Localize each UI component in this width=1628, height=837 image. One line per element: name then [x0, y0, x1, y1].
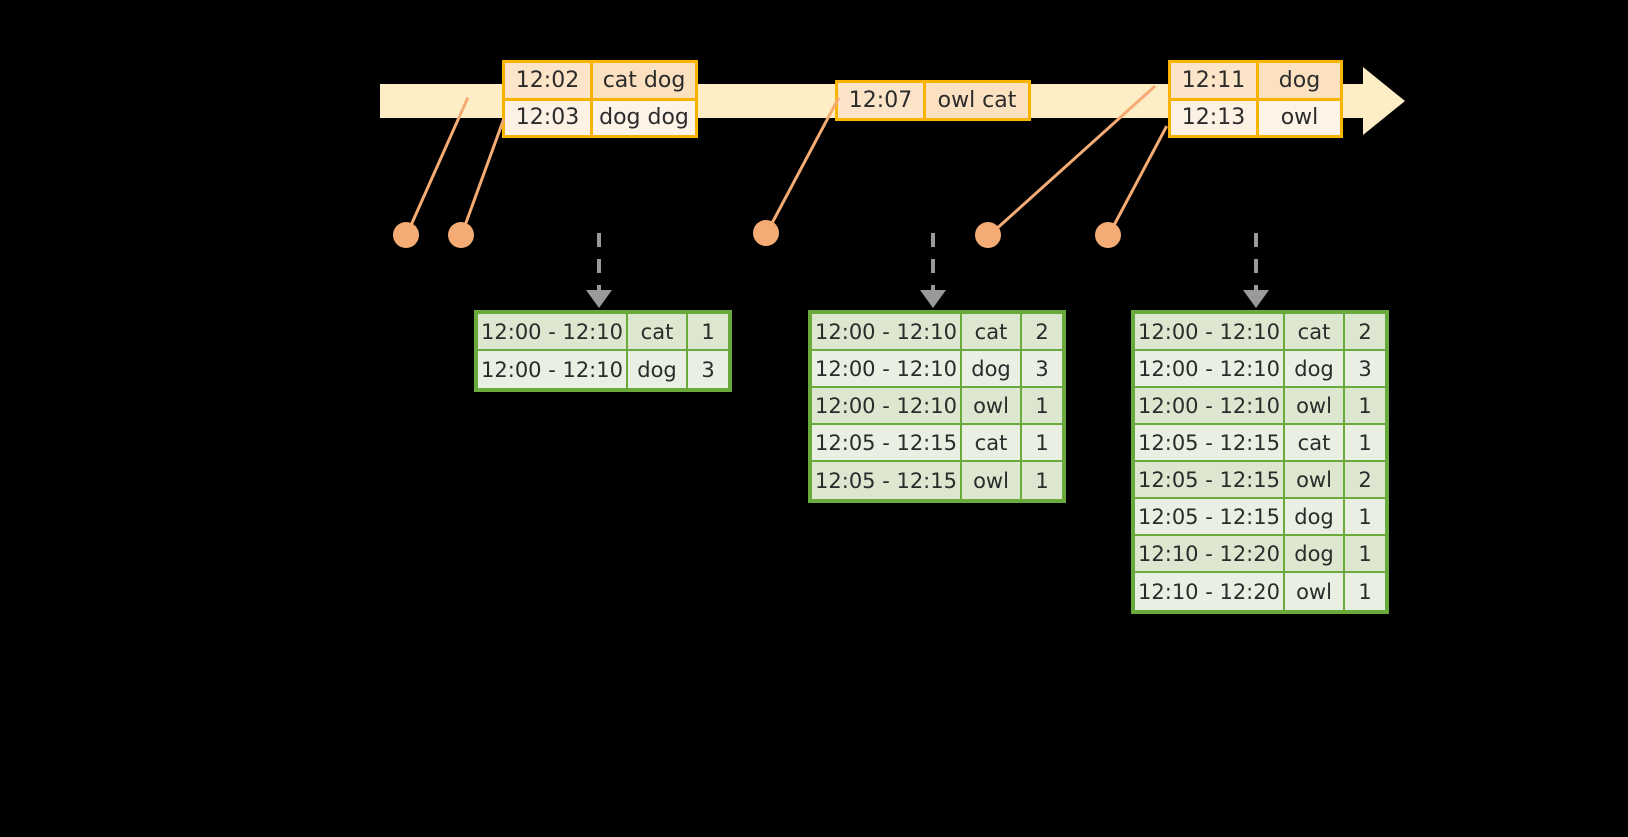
cell-word: owl	[1285, 388, 1345, 425]
cell-word: dog	[1285, 536, 1345, 573]
event-time: 12:11	[1171, 63, 1259, 98]
cell-count: 1	[1345, 573, 1385, 610]
flow-arrow-head	[920, 290, 946, 308]
cell-window: 12:10 - 12:20	[1135, 536, 1285, 573]
event-time: 12:13	[1171, 100, 1259, 135]
event-time: 12:07	[838, 83, 926, 118]
timeline-arrowhead	[1363, 67, 1405, 135]
cell-window: 12:00 - 12:10	[812, 314, 962, 351]
cell-window: 12:00 - 12:10	[812, 388, 962, 425]
cell-window: 12:10 - 12:20	[1135, 573, 1285, 610]
cell-count: 1	[1345, 388, 1385, 425]
event-dot	[753, 220, 779, 246]
cell-word: cat	[1285, 314, 1345, 351]
event-row: 12:03 dog dog	[505, 97, 695, 135]
cell-window: 12:05 - 12:15	[1135, 499, 1285, 536]
event-row: 12:13 owl	[1171, 97, 1340, 135]
event-dot	[1095, 222, 1121, 248]
cell-count: 3	[1345, 351, 1385, 388]
event-time: 12:02	[505, 63, 593, 98]
cell-window: 12:00 - 12:10	[478, 351, 628, 388]
cell-window: 12:00 - 12:10	[1135, 351, 1285, 388]
event-row: 12:02 cat dog	[505, 63, 695, 98]
cell-window: 12:05 - 12:15	[1135, 425, 1285, 462]
cell-word: dog	[1285, 499, 1345, 536]
cell-count: 2	[1345, 462, 1385, 499]
flow-arrow-head	[586, 290, 612, 308]
cell-count: 3	[688, 351, 728, 388]
flow-arrow-shaft	[931, 233, 935, 295]
event-dot	[448, 222, 474, 248]
event-value: owl cat	[926, 83, 1028, 118]
event-value: cat dog	[593, 63, 695, 98]
cell-count: 3	[1022, 351, 1062, 388]
cell-word: dog	[1285, 351, 1345, 388]
event-dot	[393, 222, 419, 248]
flow-arrow-shaft	[1254, 233, 1258, 295]
event-box-2[interactable]: 12:07 owl cat	[835, 80, 1031, 121]
cell-window: 12:05 - 12:15	[812, 425, 962, 462]
cell-count: 1	[1022, 425, 1062, 462]
event-value: dog	[1259, 63, 1340, 98]
cell-window: 12:00 - 12:10	[478, 314, 628, 351]
cell-count: 1	[1345, 536, 1385, 573]
cell-word: owl	[962, 388, 1022, 425]
cell-count: 1	[1345, 425, 1385, 462]
event-dot	[975, 222, 1001, 248]
cell-count: 1	[1022, 462, 1062, 499]
cell-count: 1	[1022, 388, 1062, 425]
event-leader-line	[404, 97, 470, 238]
event-box-3[interactable]: 12:11 dog 12:13 owl	[1168, 60, 1343, 138]
cell-window: 12:05 - 12:15	[1135, 462, 1285, 499]
event-leader-line	[1106, 125, 1169, 238]
cell-count: 1	[1345, 499, 1385, 536]
cell-window: 12:00 - 12:10	[1135, 388, 1285, 425]
cell-window: 12:05 - 12:15	[812, 462, 962, 499]
cell-count: 2	[1022, 314, 1062, 351]
event-value: owl	[1259, 100, 1340, 135]
cell-count: 1	[688, 314, 728, 351]
cell-word: owl	[1285, 462, 1345, 499]
event-box-1[interactable]: 12:02 cat dog 12:03 dog dog	[502, 60, 698, 138]
flow-arrow-shaft	[597, 233, 601, 295]
cell-count: 2	[1345, 314, 1385, 351]
flow-arrow-head	[1243, 290, 1269, 308]
cell-word: cat	[962, 314, 1022, 351]
cell-word: owl	[962, 462, 1022, 499]
cell-word: dog	[962, 351, 1022, 388]
event-time: 12:03	[505, 100, 593, 135]
cell-window: 12:00 - 12:10	[812, 351, 962, 388]
cell-word: cat	[962, 425, 1022, 462]
event-row: 12:07 owl cat	[838, 83, 1028, 118]
cell-word: owl	[1285, 573, 1345, 610]
cell-word: dog	[628, 351, 688, 388]
event-value: dog dog	[593, 100, 695, 135]
cell-window: 12:00 - 12:10	[1135, 314, 1285, 351]
cell-word: cat	[1285, 425, 1345, 462]
event-row: 12:11 dog	[1171, 63, 1340, 98]
event-leader-line	[459, 118, 506, 238]
cell-word: cat	[628, 314, 688, 351]
